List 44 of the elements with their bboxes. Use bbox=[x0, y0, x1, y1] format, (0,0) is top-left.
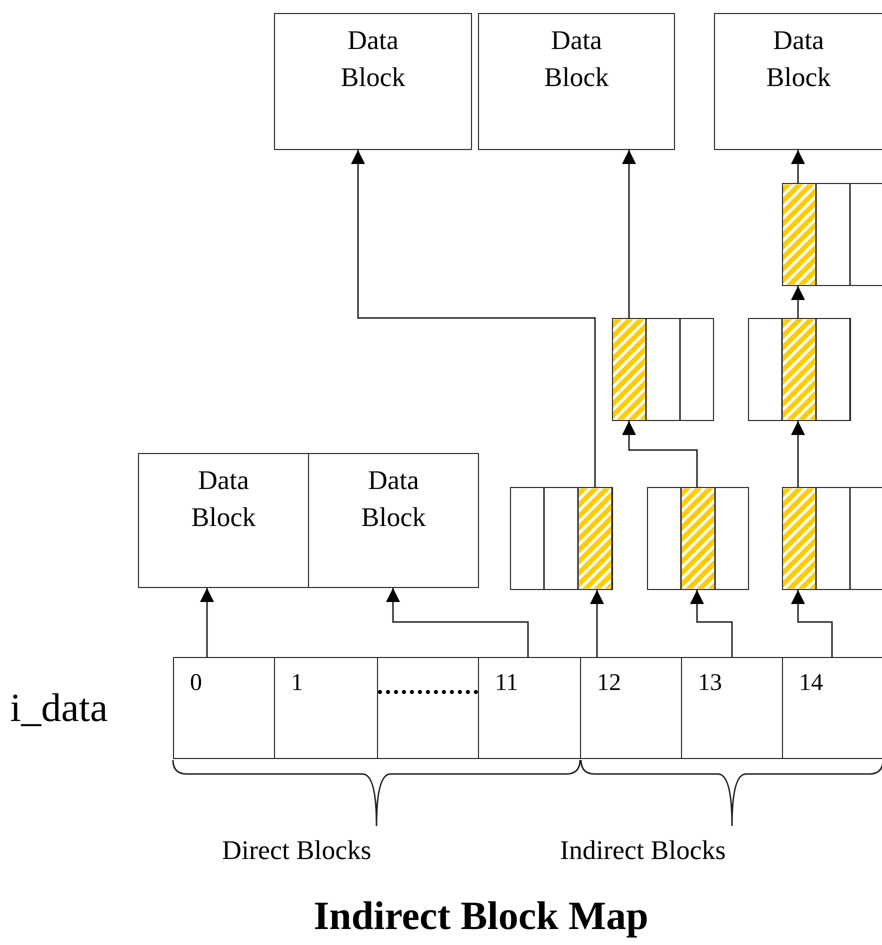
arrow bbox=[622, 150, 636, 318]
arrow bbox=[200, 588, 214, 657]
data-block bbox=[714, 13, 882, 150]
block-label: Data Block bbox=[190, 464, 257, 534]
pointer-block bbox=[782, 183, 882, 286]
index-number: 11 bbox=[495, 670, 518, 697]
data-block bbox=[308, 453, 479, 588]
arrow bbox=[622, 421, 698, 487]
index-number: 0 bbox=[190, 670, 202, 697]
array-cell bbox=[681, 657, 783, 759]
block-label: Data Block bbox=[765, 24, 832, 94]
pointer-block bbox=[782, 487, 882, 590]
index-number: 1 bbox=[291, 670, 303, 697]
array-cell bbox=[580, 657, 682, 759]
block-label: Data Block bbox=[360, 464, 427, 534]
index-number: 14 bbox=[799, 670, 823, 697]
group-label: Indirect Blocks bbox=[560, 835, 726, 866]
group-label: Direct Blocks bbox=[222, 835, 372, 866]
arrow bbox=[791, 150, 805, 183]
array-cell bbox=[274, 657, 378, 759]
arrow bbox=[590, 590, 604, 657]
array-cell bbox=[173, 657, 275, 759]
data-block bbox=[138, 453, 309, 588]
array-cell bbox=[782, 657, 882, 759]
arrow bbox=[351, 150, 596, 487]
array-cell bbox=[478, 657, 581, 759]
data-block bbox=[274, 13, 472, 150]
arrow bbox=[791, 421, 805, 487]
block-label: Data Block bbox=[543, 24, 610, 94]
title: Indirect Block Map bbox=[312, 892, 650, 939]
block-label: Data Block bbox=[340, 24, 406, 94]
arrow bbox=[386, 588, 529, 657]
arrow bbox=[690, 590, 733, 657]
pointer-block bbox=[510, 487, 613, 590]
array-label: i_data bbox=[10, 684, 108, 731]
index-number: 13 bbox=[698, 670, 722, 697]
arrow bbox=[791, 590, 833, 657]
data-block bbox=[478, 13, 675, 150]
index-number: 12 bbox=[597, 670, 621, 697]
array-cell bbox=[377, 657, 479, 759]
pointer-block bbox=[612, 318, 714, 421]
arrow bbox=[791, 286, 805, 318]
pointer-block bbox=[748, 318, 851, 421]
pointer-block bbox=[647, 487, 749, 590]
